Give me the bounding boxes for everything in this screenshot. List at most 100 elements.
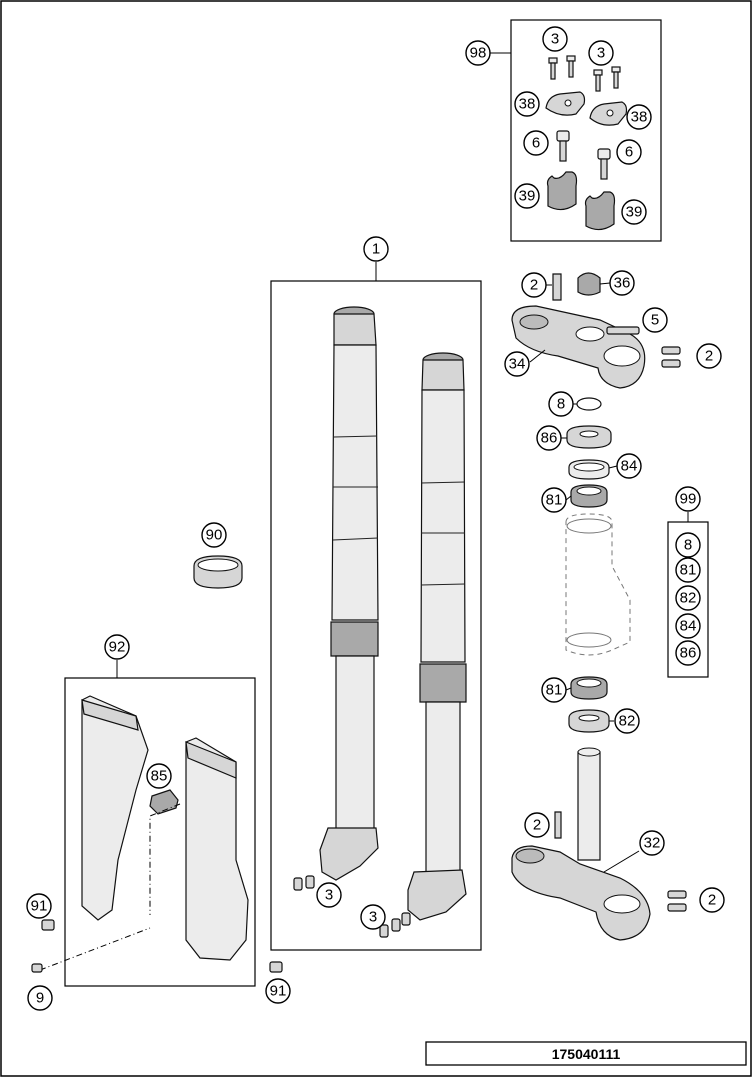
svg-text:86: 86 [680,645,697,662]
svg-text:84: 84 [680,618,697,635]
svg-text:91: 91 [31,898,48,915]
screw-part [41,919,55,931]
bolt-part [552,273,562,301]
callout-6[interactable]: 6 [616,139,642,165]
kit-99-item-86[interactable]: 86 [675,640,701,666]
callout-38[interactable]: 38 [626,104,652,130]
callout-84[interactable]: 84 [616,453,642,479]
kit-98-group [490,19,662,242]
callout-82[interactable]: 82 [614,708,640,734]
callout-99[interactable]: 99 [675,486,701,512]
svg-text:90: 90 [206,527,223,544]
svg-text:3: 3 [325,887,333,904]
fork-guard-ring-part [193,555,243,589]
callout-90[interactable]: 90 [201,522,227,548]
svg-text:2: 2 [705,348,713,365]
svg-text:5: 5 [651,312,659,329]
fork-guard-box [64,677,256,987]
svg-text:86: 86 [541,430,558,447]
callout-34[interactable]: 34 [504,351,530,377]
svg-text:85: 85 [151,768,168,785]
svg-text:32: 32 [644,835,661,852]
svg-text:92: 92 [109,639,126,656]
svg-text:98: 98 [470,45,487,62]
callout-92[interactable]: 92 [104,634,130,660]
callout-2[interactable]: 2 [524,812,550,838]
screw-part [31,963,43,973]
kit-98-box [510,19,662,242]
callout-8[interactable]: 8 [548,391,574,417]
callout-91[interactable]: 91 [265,978,291,1004]
svg-text:82: 82 [619,713,636,730]
kit-99-item-84[interactable]: 84 [675,613,701,639]
svg-text:38: 38 [631,109,648,126]
callout-3[interactable]: 3 [588,40,614,66]
callout-9[interactable]: 9 [27,985,53,1011]
svg-text:8: 8 [684,537,692,554]
upper-triple-clamp-group [511,272,681,389]
fork-guards-group [31,660,283,987]
fork-guard-right-part [185,737,249,961]
callout-36[interactable]: 36 [609,270,635,296]
svg-text:2: 2 [533,817,541,834]
callout-32[interactable]: 32 [639,830,665,856]
svg-text:91: 91 [270,983,287,1000]
callout-98[interactable]: 98 [465,40,491,66]
callout-85[interactable]: 85 [146,763,172,789]
diagram-id-box: 175040111 [425,1041,747,1066]
lower-triple-clamp-group [511,747,687,941]
callout-2[interactable]: 2 [521,272,547,298]
callout-3[interactable]: 3 [360,904,386,930]
callout-81[interactable]: 81 [541,677,567,703]
handlebar-clamp-part [584,191,616,231]
callout-81[interactable]: 81 [541,487,567,513]
callout-2[interactable]: 2 [699,887,725,913]
svg-text:36: 36 [614,275,631,292]
side-bolts [667,890,687,912]
steering-stem-part [577,751,601,861]
svg-text:3: 3 [597,45,605,62]
callout-86[interactable]: 86 [536,425,562,451]
steering-nut-part [577,272,601,296]
callout-1[interactable]: 1 [363,236,389,262]
callout-3[interactable]: 3 [542,26,568,52]
svg-text:3: 3 [369,909,377,926]
callout-6[interactable]: 6 [523,130,549,156]
svg-text:8: 8 [557,396,565,413]
svg-text:81: 81 [546,492,563,509]
callout-39[interactable]: 39 [621,199,647,225]
callout-2[interactable]: 2 [696,343,722,369]
svg-text:34: 34 [509,356,526,373]
side-bolts [661,346,681,368]
svg-text:82: 82 [680,590,697,607]
svg-text:6: 6 [532,135,540,152]
svg-text:39: 39 [519,188,536,205]
fork-leg-right [407,352,467,921]
svg-text:84: 84 [621,458,638,475]
handlebar-bolt-part [556,130,611,180]
svg-text:81: 81 [546,682,563,699]
callout-3[interactable]: 3 [316,882,342,908]
fork-leg-left [319,306,379,881]
kit-99-item-8[interactable]: 8 [675,532,701,558]
svg-text:9: 9 [36,990,44,1007]
callout-38[interactable]: 38 [514,91,540,117]
svg-text:2: 2 [530,277,538,294]
diagram-id: 175040111 [552,1046,621,1062]
svg-text:39: 39 [626,204,643,221]
kit-99-item-82[interactable]: 82 [675,585,701,611]
fork-guard-left-part [81,695,149,921]
kit-99-item-81[interactable]: 81 [675,557,701,583]
svg-text:81: 81 [680,562,697,579]
svg-text:3: 3 [551,31,559,48]
svg-text:2: 2 [708,892,716,909]
pinch-bolt-part [606,326,640,335]
svg-text:1: 1 [372,241,380,258]
handlebar-clamp-part [546,171,578,211]
callout-39[interactable]: 39 [514,183,540,209]
callout-5[interactable]: 5 [642,307,668,333]
screw-part [269,961,283,973]
callout-91[interactable]: 91 [26,893,52,919]
